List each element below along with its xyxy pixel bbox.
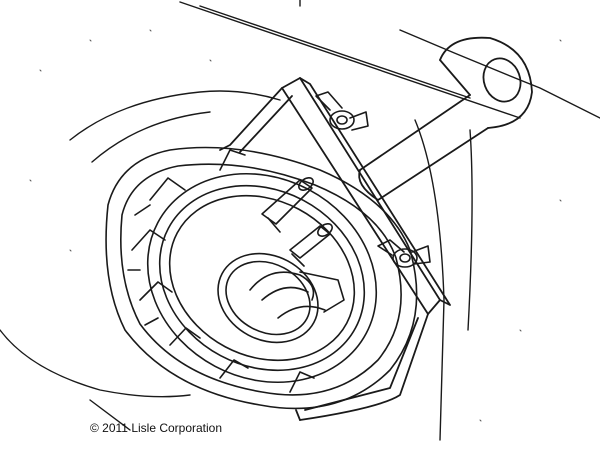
print-speckles bbox=[29, 29, 562, 422]
tank-opening bbox=[105, 146, 418, 410]
fuel-pump-sender bbox=[217, 177, 345, 344]
copyright-notice: © 2011 Lisle Corporation bbox=[90, 421, 223, 435]
tool-frame bbox=[219, 77, 451, 421]
wing-nut-lower bbox=[377, 239, 431, 268]
wing-nut-upper bbox=[315, 91, 369, 131]
lock-ring bbox=[127, 149, 378, 393]
drive-handle bbox=[358, 36, 533, 201]
